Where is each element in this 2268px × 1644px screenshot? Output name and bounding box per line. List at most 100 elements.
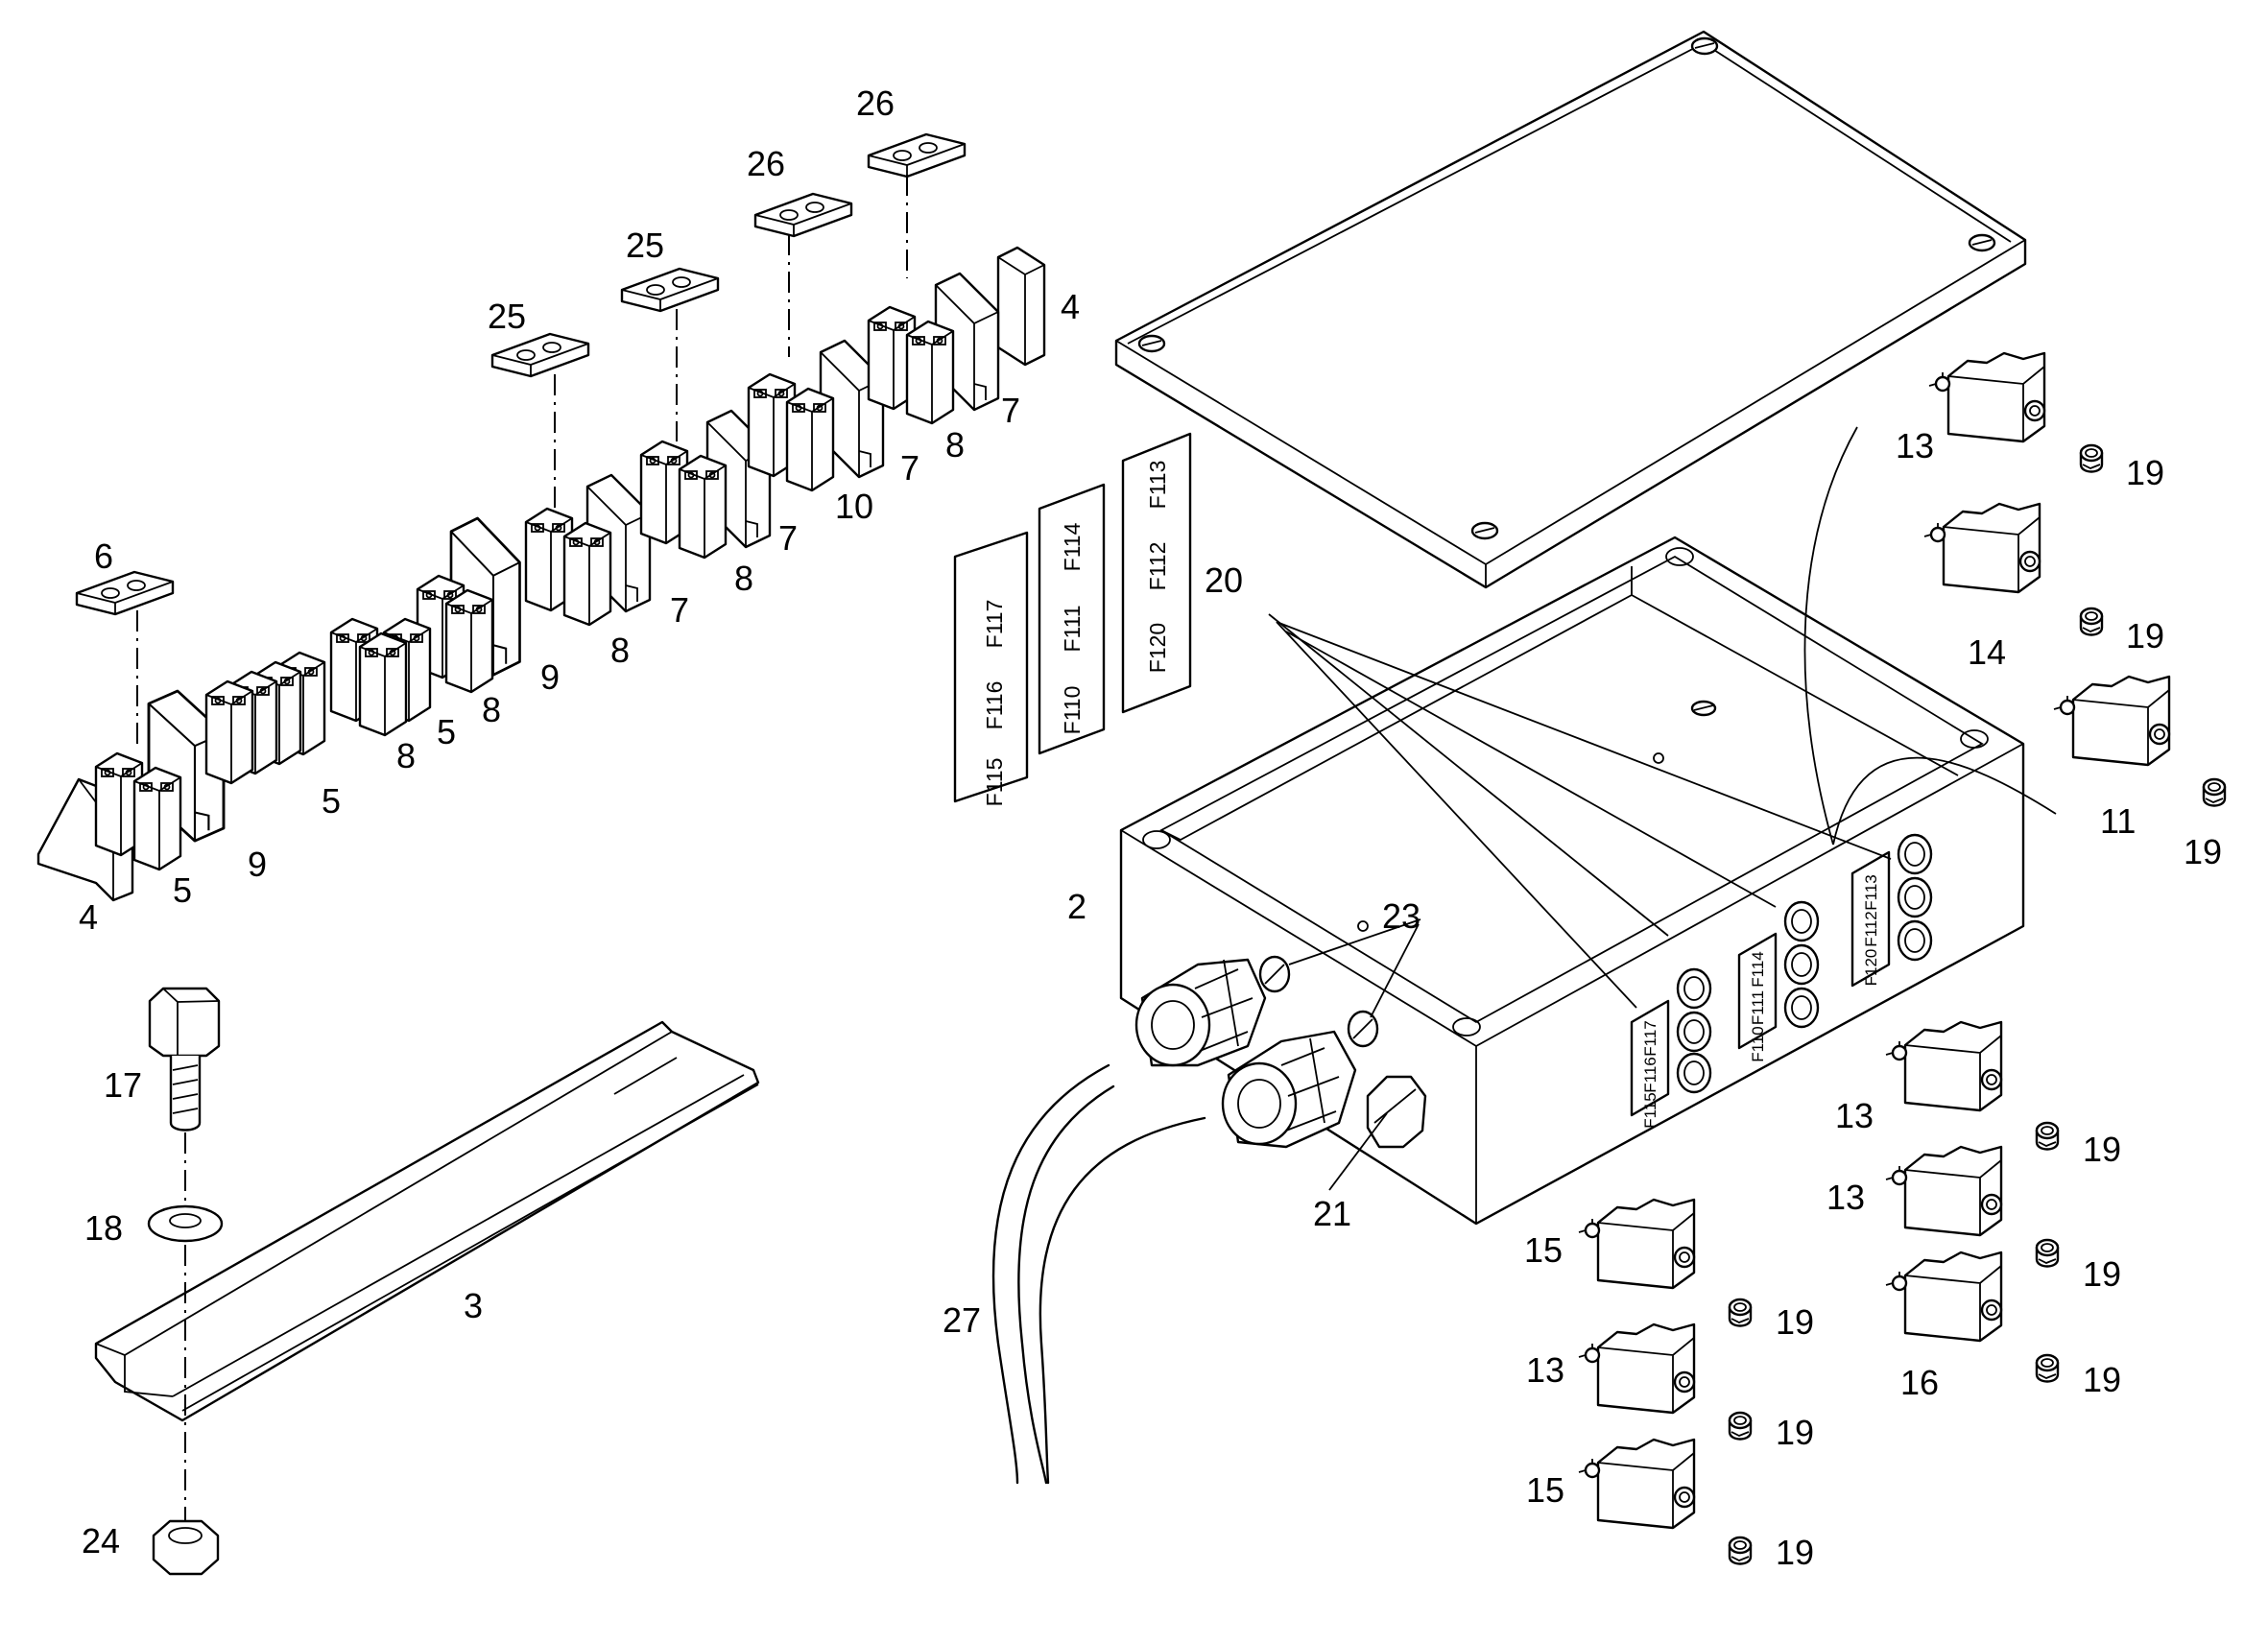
fuse-plug-2 — [2079, 607, 2104, 636]
bolt-head — [148, 987, 221, 1058]
fuse-plug-7 — [1728, 1298, 1753, 1327]
breaker-14 — [1922, 502, 2041, 594]
callout-label: 8 — [482, 690, 501, 729]
callout-label: 16 — [1900, 1363, 1939, 1402]
fuse-holders — [1676, 833, 1933, 1094]
plate-26-left — [753, 192, 853, 238]
callout-label: 17 — [104, 1065, 142, 1105]
callout-label: 5 — [322, 781, 341, 821]
enclosure-lid — [1114, 30, 2027, 589]
breaker-13-d — [1577, 1322, 1696, 1415]
fuse-panel-text: F117 F116 F115 F114 F111 F110 F113 F112 … — [1641, 874, 1880, 1129]
panel-label: F115 — [1641, 1092, 1659, 1129]
plate-25-left — [490, 332, 590, 378]
fuse-sheet-text: F117 F116 F115 F114 F111 F110 F113 F112 … — [982, 461, 1170, 807]
fuse-label: F114 — [1060, 522, 1085, 571]
callout-label: 13 — [1835, 1096, 1874, 1135]
breaker-16 — [1884, 1251, 2003, 1343]
callout-label: 6 — [94, 536, 113, 576]
fuse-panel-right — [1850, 850, 1891, 988]
fuse-plug-5 — [2035, 1238, 2060, 1268]
callout-label: 4 — [79, 897, 98, 937]
fuse-plug-9 — [1728, 1536, 1753, 1565]
callout-label: 14 — [1968, 632, 2006, 672]
callout-label: 10 — [835, 487, 873, 526]
callout-label: 21 — [1313, 1194, 1351, 1233]
callout-label: 19 — [1776, 1302, 1814, 1342]
callout-label: 13 — [1526, 1350, 1564, 1390]
callout-label: 19 — [1776, 1413, 1814, 1452]
terminal-8-3b — [562, 521, 612, 627]
cable-gland-1 — [1134, 958, 1267, 1067]
fuse-label: F116 — [982, 681, 1007, 730]
breaker-13-top — [1927, 351, 2046, 443]
panel-label: F117 — [1641, 1020, 1659, 1057]
callout-label: 5 — [437, 712, 456, 751]
panel-label: F120 — [1862, 949, 1880, 987]
callout-label: 27 — [943, 1300, 981, 1340]
callout-label: 8 — [734, 559, 753, 598]
washer — [147, 1204, 224, 1243]
panel-label: F111 — [1749, 990, 1767, 1025]
fuse-label-sheet-3 — [1121, 432, 1192, 714]
enclosure-box — [1119, 536, 2025, 1226]
panel-label: F110 — [1749, 1026, 1767, 1062]
callout-label: 19 — [2126, 616, 2164, 655]
callout-label: 24 — [82, 1521, 120, 1561]
callout-label: 19 — [2083, 1130, 2121, 1169]
fuse-label: F115 — [982, 758, 1007, 807]
callout-label: 19 — [1776, 1533, 1814, 1572]
terminal-8-4b — [678, 454, 728, 560]
callout-label: 19 — [2083, 1360, 2121, 1399]
plate-26-right — [867, 132, 967, 179]
hex-nut — [152, 1519, 220, 1576]
fuse-label: F113 — [1145, 461, 1170, 510]
callout-label: 26 — [747, 144, 785, 183]
callout-label: 19 — [2083, 1254, 2121, 1294]
callout-label: 18 — [84, 1208, 123, 1248]
plate-25-right — [620, 267, 720, 313]
fuse-label: F112 — [1145, 542, 1170, 591]
callout-label: 13 — [1826, 1178, 1865, 1217]
panel-label: F112 — [1862, 911, 1880, 947]
terminal-10-b — [785, 387, 835, 492]
panel-label: F113 — [1862, 874, 1880, 911]
callout-label: 9 — [540, 657, 560, 697]
terminal-8-6 — [905, 320, 955, 425]
breaker-13-b — [1884, 1020, 2003, 1112]
terminal-8-2b — [444, 588, 494, 694]
fuse-label-sheet-1 — [953, 531, 1029, 803]
part-number-callouts: 26 26 25 25 6 4 4 7 7 7 7 8 8 8 8 8 10 9… — [79, 83, 2222, 1572]
callout-label: 13 — [1896, 426, 1934, 465]
terminal-block-assembly — [36, 132, 1046, 902]
callout-label: 25 — [488, 297, 526, 336]
callout-label: 7 — [1001, 391, 1020, 430]
callout-label: 19 — [2184, 832, 2222, 871]
callout-label: 5 — [173, 870, 192, 910]
callout-label: 23 — [1382, 896, 1420, 936]
fuse-label: F117 — [982, 600, 1007, 649]
cables — [991, 1063, 1206, 1485]
breaker-11 — [2052, 675, 2171, 767]
terminal-8-1b — [358, 631, 408, 737]
callout-label: 9 — [248, 845, 267, 884]
callout-label: 15 — [1526, 1470, 1564, 1510]
callout-label: 7 — [670, 590, 689, 630]
fuse-label: F110 — [1060, 686, 1085, 735]
fuse-plug-8 — [1728, 1411, 1753, 1441]
end-cover-right — [996, 246, 1046, 367]
callout-label: 19 — [2126, 453, 2164, 492]
fuse-label: F120 — [1145, 623, 1170, 673]
fuse-plug-4 — [2035, 1121, 2060, 1151]
terminal-5-2d — [204, 679, 254, 785]
callout-label: 25 — [626, 226, 664, 265]
fuse-panel-middle — [1737, 932, 1778, 1050]
callout-label: 8 — [945, 425, 965, 465]
callout-label: 20 — [1205, 560, 1243, 600]
fuse-label: F111 — [1060, 605, 1085, 652]
cable-gland-2 — [1221, 1030, 1357, 1149]
callout-label: 15 — [1524, 1230, 1563, 1270]
breaker-13-c — [1884, 1145, 2003, 1237]
vent-plug — [1366, 1075, 1427, 1149]
